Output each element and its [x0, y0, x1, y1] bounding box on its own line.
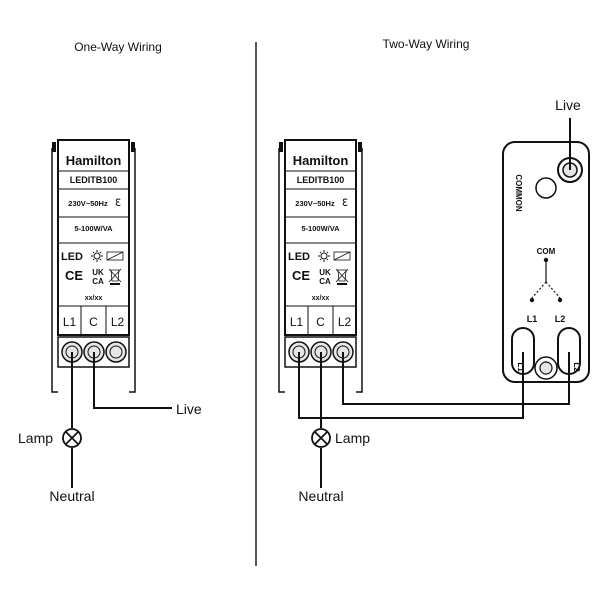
- load-rating: 5-100W/VA: [301, 224, 340, 233]
- wire-l1-to-switch-l1: [298, 352, 524, 419]
- terminal-label-c: C: [89, 315, 98, 329]
- switch-l2-label: L2: [555, 314, 566, 324]
- two-way-switch: COMMON COM L1 L2 L1 L2: [502, 141, 590, 383]
- switch-bottom-screw: [534, 356, 558, 380]
- switch-mounting-hole: [535, 177, 557, 199]
- wire-c-to-live: [93, 352, 172, 409]
- brand-logo: Hamilton: [293, 153, 349, 168]
- switch-schematic: [529, 257, 563, 303]
- voltage-rating: 230V~50Hz: [295, 199, 335, 208]
- two-way-module: Hamilton LEDITB100 230V~50Hz ℇ 5-100W/VA…: [278, 139, 363, 393]
- dimmer-sun-icon: [318, 250, 330, 262]
- date-code: xx/xx: [85, 295, 103, 302]
- module-tab: [52, 142, 56, 152]
- voltage-rating: 230V~50Hz: [68, 199, 108, 208]
- no-inductive-load-icon: [106, 251, 124, 261]
- led-label: LED: [61, 251, 83, 263]
- terminal-label-l1: L1: [290, 315, 304, 329]
- rating-symbol: ℇ: [115, 198, 121, 209]
- one-way-neutral-label: Neutral: [49, 488, 94, 504]
- rating-symbol: ℇ: [342, 198, 348, 209]
- model-number: LEDITB100: [297, 175, 345, 185]
- date-code: xx/xx: [312, 295, 330, 302]
- module-right-bracket: [129, 148, 136, 393]
- load-rating: 5-100W/VA: [74, 224, 113, 233]
- terminal-label-c: C: [316, 315, 325, 329]
- two-way-lamp-icon: [311, 428, 331, 448]
- two-way-title: Two-Way Wiring: [383, 37, 470, 51]
- ce-mark: CE: [65, 268, 83, 283]
- dimmer-sun-icon: [91, 250, 103, 262]
- switch-common-label: COMMON: [514, 174, 523, 212]
- model-number: LEDITB100: [70, 175, 118, 185]
- terminal-screw-l2: [105, 341, 127, 363]
- one-way-live-label: Live: [176, 401, 202, 417]
- one-way-lamp-icon: [62, 428, 82, 448]
- module-tab: [131, 142, 135, 152]
- module-right-bracket: [356, 148, 363, 393]
- ukca-mark-top: UK: [319, 268, 331, 277]
- ukca-mark-bottom: CA: [92, 277, 104, 286]
- switch-l1-side-label: L1: [516, 362, 525, 372]
- terminal-label-l1: L1: [63, 315, 77, 329]
- two-way-wires: [298, 118, 571, 488]
- ukca-mark-bottom: CA: [319, 277, 331, 286]
- two-way-neutral-label: Neutral: [298, 488, 343, 504]
- module-tab: [358, 142, 362, 152]
- module-left-bracket: [51, 148, 58, 393]
- terminal-label-l2: L2: [111, 315, 125, 329]
- weee-bin-icon: [335, 268, 349, 285]
- one-way-title: One-Way Wiring: [74, 40, 162, 54]
- terminal-label-l2: L2: [338, 315, 352, 329]
- brand-logo: Hamilton: [66, 153, 122, 168]
- module-left-bracket: [278, 148, 285, 393]
- module-body: [57, 139, 130, 336]
- ukca-mark-top: UK: [92, 268, 104, 277]
- led-label: LED: [288, 251, 310, 263]
- switch-com-label: COM: [537, 247, 556, 256]
- switch-l1-label: L1: [527, 314, 538, 324]
- weee-bin-icon: [108, 268, 122, 285]
- two-way-live-label: Live: [555, 97, 581, 113]
- ce-mark: CE: [292, 268, 310, 283]
- wire-l2-to-switch-l2: [342, 352, 570, 405]
- two-way-lamp-label: Lamp: [335, 430, 370, 446]
- one-way-wires: [71, 352, 172, 488]
- one-way-lamp-label: Lamp: [18, 430, 53, 446]
- terminal-screw-l1: [61, 341, 83, 363]
- switch-l2-side-label: L2: [572, 362, 581, 372]
- module-tab: [279, 142, 283, 152]
- no-inductive-load-icon: [333, 251, 351, 261]
- module-body: [284, 139, 357, 336]
